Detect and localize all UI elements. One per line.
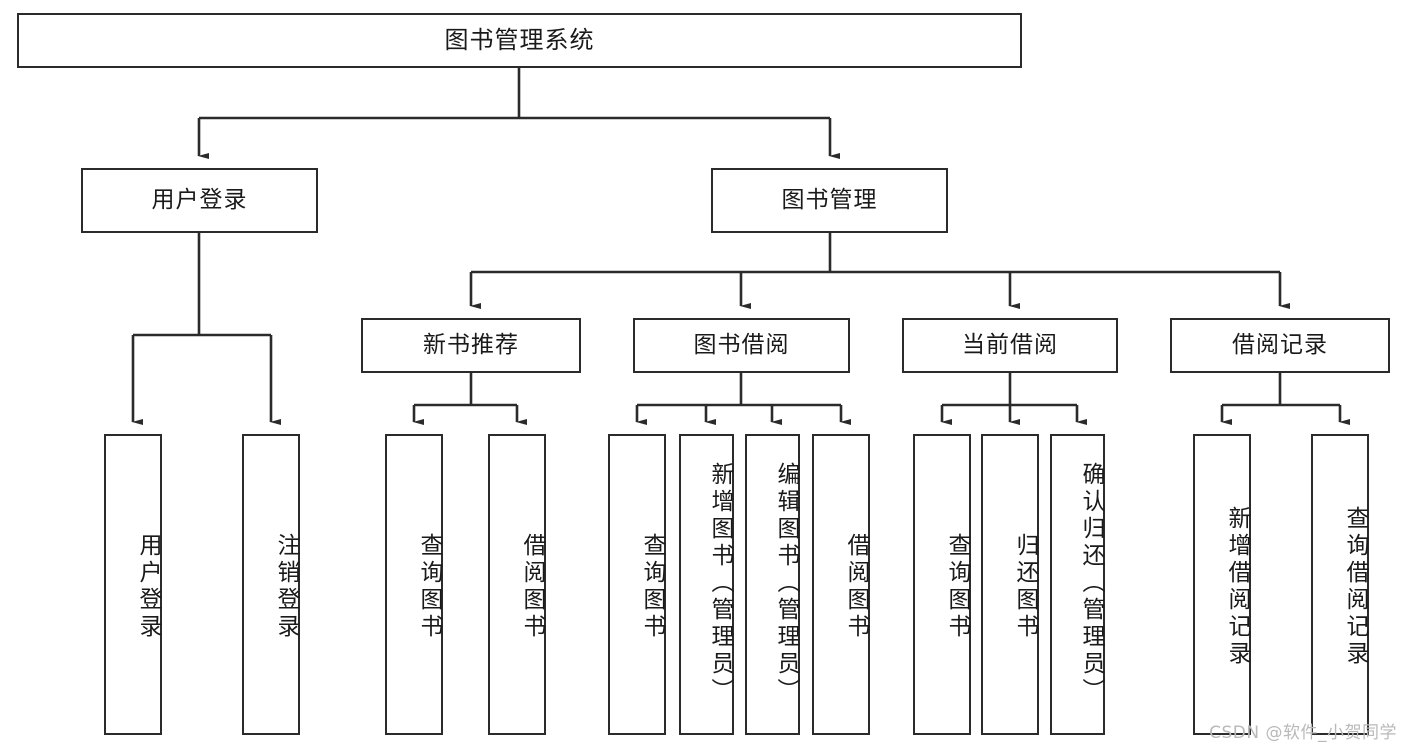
leaf-user-login-login[interactable]: 用户登录 bbox=[104, 434, 162, 735]
leaf-borrow-borrow-book[interactable]: 借阅图书 bbox=[812, 434, 870, 735]
node-book-borrow[interactable]: 图书借阅 bbox=[633, 318, 850, 373]
leaf-borrow-edit-book-admin[interactable]: 编辑图书（管理员） bbox=[745, 434, 800, 735]
leaf-current-return-book[interactable]: 归还图书 bbox=[981, 434, 1039, 735]
leaf-borrow-query-book[interactable]: 查询图书 bbox=[608, 434, 666, 735]
leaf-current-query-book[interactable]: 查询图书 bbox=[913, 434, 971, 735]
leaf-recommend-query-book[interactable]: 查询图书 bbox=[385, 434, 443, 735]
leaf-borrow-add-book-admin[interactable]: 新增图书（管理员） bbox=[679, 434, 734, 735]
leaf-current-confirm-return-admin[interactable]: 确认归还（管理员） bbox=[1050, 434, 1105, 735]
node-root-system[interactable]: 图书管理系统 bbox=[17, 13, 1022, 68]
node-current-borrow[interactable]: 当前借阅 bbox=[902, 318, 1118, 373]
node-borrow-record[interactable]: 借阅记录 bbox=[1170, 318, 1390, 373]
node-user-login[interactable]: 用户登录 bbox=[81, 168, 318, 233]
leaf-user-login-logout[interactable]: 注销登录 bbox=[242, 434, 300, 735]
leaf-record-query-record[interactable]: 查询借阅记录 bbox=[1311, 434, 1369, 735]
leaf-recommend-borrow-book[interactable]: 借阅图书 bbox=[488, 434, 546, 735]
leaf-record-add-record[interactable]: 新增借阅记录 bbox=[1193, 434, 1251, 735]
node-new-book-recommend[interactable]: 新书推荐 bbox=[361, 318, 581, 373]
node-book-management[interactable]: 图书管理 bbox=[711, 168, 948, 233]
